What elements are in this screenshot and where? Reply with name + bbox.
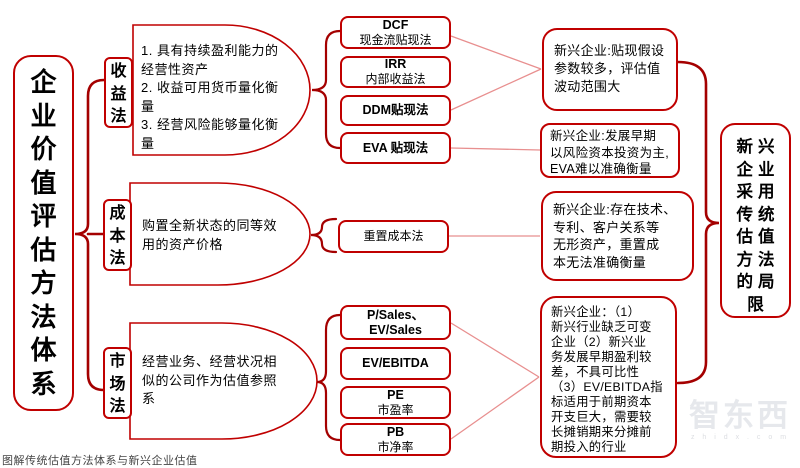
limitations-to-conclusion-brace [676, 60, 720, 385]
method-box-replacement-cost: 重置成本法 [338, 220, 449, 253]
method-pb-abbr: PB [386, 424, 405, 439]
branch-label-market-text: 市场法 [109, 353, 126, 415]
method-eva-name: EVA 贴现法 [362, 140, 429, 155]
bottom-caption: 图解传统估值方法体系与新兴企业估值 [2, 455, 198, 467]
pb-to-limitation-line [450, 376, 540, 440]
method-pe-abbr: PE [387, 387, 404, 402]
conclusion-row: 的局 [736, 273, 780, 291]
conclusion-row: 新兴 [736, 138, 780, 156]
eva-to-limitation-line [450, 147, 541, 151]
method-ddm-name: DDM贴现法 [362, 103, 429, 117]
method-irr-abbr: IRR [384, 57, 407, 72]
income-description: 1. 具有持续盈利能力的 经营性资产 2. 收益可用货币量化衡 量 3. 经营风… [141, 43, 279, 151]
conclusion-box: 新兴 企业 采用 传统 估值 方法 的局 限 [720, 123, 791, 318]
cost-description-shape [129, 182, 311, 286]
method-evebitda-name: EV/EBITDA [362, 356, 429, 370]
method-box-pe: PE 市盈率 [340, 386, 451, 419]
psales-to-limitation-line [450, 322, 540, 378]
branch-label-income: 收益法 [104, 57, 133, 128]
watermark: 智东西 z h i d x . c o m [684, 399, 796, 442]
cost-methods-brace [310, 217, 338, 254]
market-description: 经营业务、经营状况相 似的公司作为估值参照 系 [142, 354, 278, 406]
dcf-to-limitation-line [450, 35, 542, 70]
method-box-irr: IRR 内部收益法 [340, 56, 451, 88]
method-pe-name: 市盈率 [377, 402, 414, 417]
conclusion-row: 企业 [736, 160, 780, 179]
method-box-dcf: DCF 现金流贴现法 [340, 16, 451, 49]
conclusion-row: 方法 [736, 250, 780, 269]
conclusion-row: 限 [747, 295, 769, 314]
method-pb-name: 市净率 [377, 439, 414, 454]
watermark-domain: z h i d x . c o m [690, 434, 790, 441]
branch-label-cost: 成本法 [103, 199, 132, 271]
market-methods-brace [316, 313, 342, 442]
root-title: 企业价值评估方法体系 [30, 67, 57, 399]
root-title-box: 企业价值评估方法体系 [13, 55, 74, 411]
conclusion-row: 传统 [736, 205, 780, 224]
conclusion-row: 采用 [736, 183, 780, 201]
income-methods-brace [311, 29, 342, 150]
market-description-shape [129, 322, 318, 440]
limitation-note-discount-methods: 新兴企业:贴现假设 参数较多，评估值 波动范围大 [542, 28, 678, 111]
limitation-note-market-method: 新兴企业：（1） 新兴行业缺乏可变 企业（2）新兴业 务发展早期盈利较 差，不具… [540, 296, 677, 458]
watermark-logo: 智东西 [689, 398, 791, 433]
method-dcf-name: 现金流贴现法 [359, 32, 432, 47]
method-box-ddm: DDM贴现法 [340, 95, 451, 126]
branch-label-market: 市场法 [103, 347, 132, 419]
limitation-note-eva: 新兴企业:发展早期 以风险资本投资为主, EVA难以准确衡量 [540, 123, 680, 178]
method-box-psales-evsales: P/Sales、 EV/Sales [340, 305, 451, 340]
method-box-pb: PB 市净率 [340, 423, 451, 456]
method-box-ev-ebitda: EV/EBITDA [340, 347, 451, 380]
method-psales-name: P/Sales、 EV/Sales [367, 307, 424, 337]
branch-label-income-text: 收益法 [110, 63, 127, 125]
method-dcf-abbr: DCF [382, 17, 409, 32]
method-rc-name: 重置成本法 [363, 229, 424, 244]
root-to-branches-brace [74, 78, 106, 392]
ddm-to-limitation-line [450, 68, 542, 111]
method-irr-name: 内部收益法 [365, 72, 426, 87]
branch-label-cost-text: 成本法 [109, 205, 126, 267]
conclusion-row: 估值 [736, 228, 780, 246]
cost-description: 购置全新状态的同等效 用的资产价格 [142, 218, 278, 252]
limitation-note-cost-method: 新兴企业:存在技术、 专利、客户关系等 无形资产，重置成 本无法准确衡量 [541, 191, 694, 281]
income-description-shape [132, 24, 311, 156]
method-box-eva: EVA 贴现法 [340, 132, 451, 164]
